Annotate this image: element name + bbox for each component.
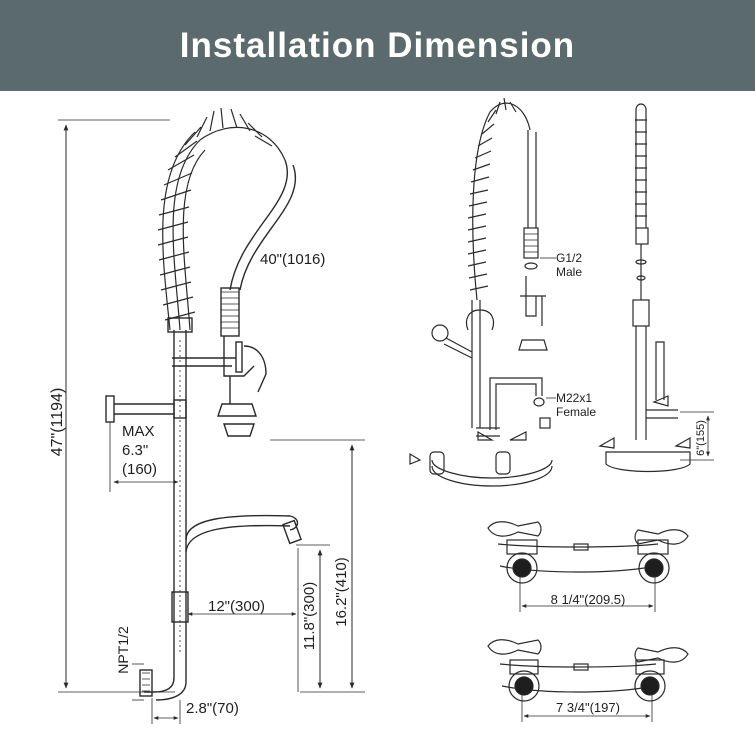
inlet-offset-label: 2.8"(70) xyxy=(186,700,239,717)
body-view-a-drawing xyxy=(487,521,689,612)
bracket-max-mm: (160) xyxy=(122,461,157,478)
header-banner xyxy=(0,0,755,91)
center-spacing-a-label: 8 1/4"(209.5) xyxy=(551,592,626,607)
spout-thread-label: M22x1 xyxy=(556,391,592,405)
body-view-b-drawing xyxy=(487,639,689,722)
spout-thread-type-label: Female xyxy=(556,405,596,419)
side-view-drawing xyxy=(598,103,714,473)
hose-connection-thread-label: G1/2 xyxy=(556,251,582,265)
bracket-max-label: MAX xyxy=(122,423,155,440)
hose-connection-type-label: Male xyxy=(556,265,582,279)
main-faucet-drawing xyxy=(58,107,365,724)
exploded-view-drawing xyxy=(409,97,556,487)
riser-height-label: 6"(155) xyxy=(695,420,707,456)
page-title: Installation Dimension xyxy=(179,26,576,65)
center-height-label: 16.2"(410) xyxy=(333,557,350,627)
spout-reach-label: 12"(300) xyxy=(208,598,265,615)
spring-coil xyxy=(157,107,286,331)
center-spacing-b-label: 7 3/4"(197) xyxy=(556,700,620,715)
inlet-thread-label: NPT1/2 xyxy=(115,626,131,674)
bracket-max-inch: 6.3" xyxy=(122,442,148,459)
overall-height-label: 47"(1194) xyxy=(49,388,66,457)
hose-length-label: 40"(1016) xyxy=(260,251,325,268)
spout-height-label: 11.8"(300) xyxy=(301,582,318,650)
